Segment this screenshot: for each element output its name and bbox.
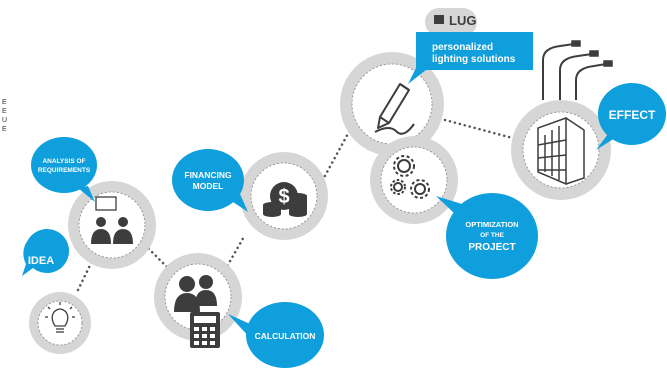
financing-node: $ <box>240 152 328 240</box>
side-letters: E E U E <box>2 98 10 134</box>
svg-text:$: $ <box>278 186 289 208</box>
personalized-line2: lighting solutions <box>432 54 516 65</box>
effect-label: EFFECT <box>609 108 656 122</box>
people-calculator-icon <box>174 275 220 348</box>
building-lamp-icon <box>537 40 613 186</box>
analysis-label-line1: ANALYSIS OF <box>42 158 85 165</box>
calculation-node <box>154 253 242 348</box>
personalized-banner: personalized lighting solutions <box>408 32 533 84</box>
analysis-bubble: ANALYSIS OF REQUIREMENTS <box>31 137 97 202</box>
lug-logo: LUG <box>425 8 477 36</box>
optimization-label-line1: OPTIMIZATION <box>465 220 518 229</box>
idea-bubble: IDEA <box>22 229 70 276</box>
analysis-label-line2: REQUIREMENTS <box>38 167 91 174</box>
calculation-label: CALCULATION <box>255 331 316 341</box>
dotted-path <box>76 93 522 292</box>
financing-label-line1: FINANCING <box>184 170 232 180</box>
calculation-bubble: CALCULATION <box>228 302 324 368</box>
pencil-icon <box>374 83 415 135</box>
lightbulb-icon <box>45 302 75 333</box>
financing-label-line2: MODEL <box>193 181 224 191</box>
effect-node <box>511 40 613 200</box>
optimization-label-line3: PROJECT <box>468 242 515 253</box>
optimization-bubble: OPTIMIZATION OF THE PROJECT <box>436 193 538 279</box>
side-letter: E <box>2 108 7 115</box>
financing-bubble: FINANCING MODEL <box>172 149 248 212</box>
analysis-node <box>68 181 156 269</box>
side-letter: E <box>2 99 7 106</box>
gears-icon <box>390 155 430 199</box>
idea-label: IDEA <box>28 255 54 267</box>
side-letter: E <box>2 126 7 133</box>
effect-bubble: EFFECT <box>596 83 666 150</box>
lug-logo-text: LUG <box>449 13 476 28</box>
personalized-line1: personalized <box>432 42 493 53</box>
side-letter: U <box>2 117 8 124</box>
design-node <box>340 52 444 156</box>
optimization-label-line2: OF THE <box>480 232 504 239</box>
coins-icon: $ <box>263 182 307 217</box>
gears-node <box>370 136 458 224</box>
idea-node <box>29 292 91 354</box>
meeting-icon <box>91 196 133 244</box>
